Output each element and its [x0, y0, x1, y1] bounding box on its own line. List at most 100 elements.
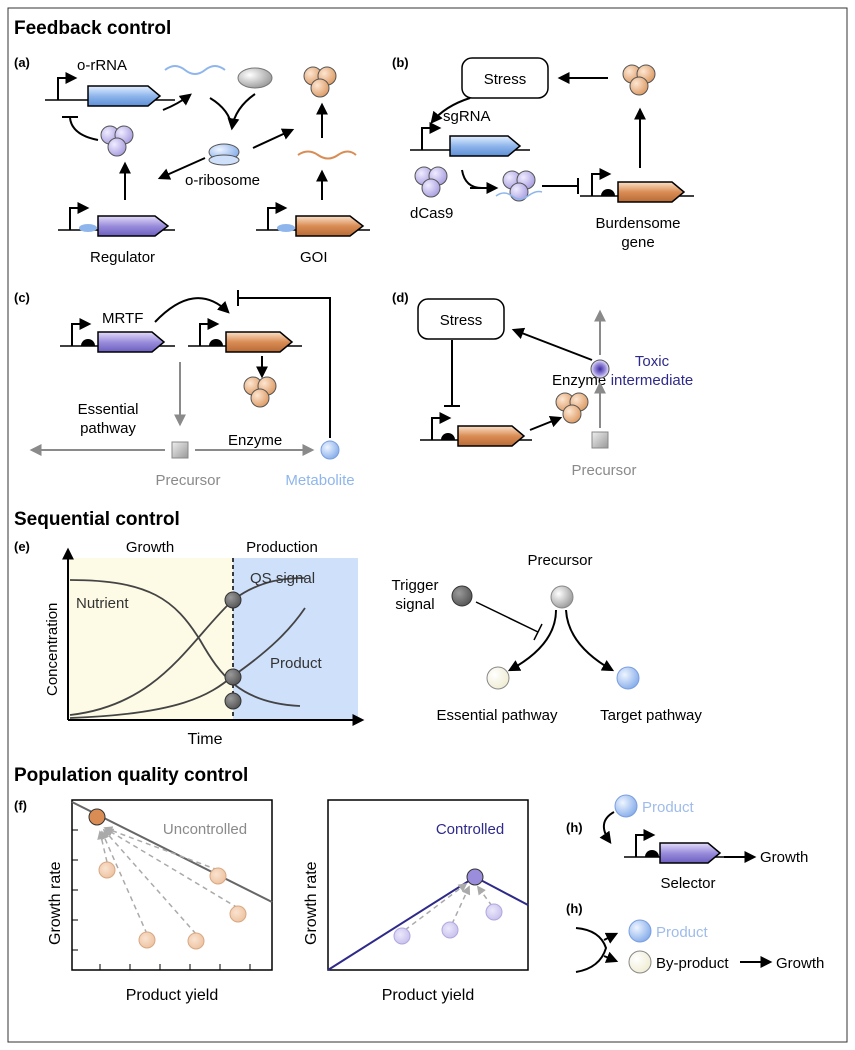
- product-circle-h1: [614, 794, 638, 818]
- selector-gene: [659, 842, 722, 864]
- cell-point-1: [98, 861, 116, 879]
- byproduct-circle: [628, 950, 652, 974]
- growth-phase-bg: [68, 558, 233, 720]
- dcas9-sgrna-complex: [495, 170, 543, 202]
- figure-border: [7, 7, 848, 1043]
- burden-label-2: gene: [621, 234, 654, 251]
- target-pathway-label: Target pathway: [600, 707, 702, 724]
- goi-protein: [303, 66, 337, 98]
- cell-point-4: [209, 867, 227, 885]
- rbs-selector: [645, 850, 659, 857]
- panel-label-d: (d): [392, 290, 409, 305]
- nutrient-label: Nutrient: [76, 595, 129, 612]
- panel-label-b: (b): [392, 55, 409, 70]
- product-label-h2: Product: [656, 924, 709, 941]
- qs-signal-curve: [69, 577, 306, 716]
- promoter-goi: [267, 202, 288, 230]
- trigger-repression: [475, 601, 539, 633]
- precursor-square-d: [591, 431, 609, 449]
- arrow-to-product-h2: [603, 932, 619, 944]
- repression-orrna: [69, 117, 99, 141]
- toxic-label-2: intermediate: [611, 372, 694, 389]
- goi-mrna: [297, 150, 357, 160]
- growth-label-h1: Growth: [760, 849, 808, 866]
- section-title-sequential: Sequential control: [14, 509, 180, 530]
- ylabel-f1: Growth rate: [47, 861, 64, 945]
- arrow-to-byproduct: [603, 951, 619, 963]
- panel-c: (c) MRTF Enzyme Essential pathway Precur…: [14, 290, 355, 489]
- production-label: Production: [246, 539, 318, 556]
- arrow-to-target: [565, 609, 615, 672]
- panel-label-h2: (h): [566, 901, 583, 916]
- burden-protein: [622, 64, 656, 96]
- marker-qs: [224, 591, 242, 609]
- product-label-e: Product: [270, 655, 323, 672]
- dcas9-protein: [414, 166, 448, 198]
- essential-circle: [486, 666, 510, 690]
- merge-arrow-left: [209, 97, 233, 129]
- promoter-mrtf: [71, 318, 92, 346]
- orrna-gene: [87, 85, 162, 107]
- product-circle-h2: [628, 919, 652, 943]
- enzyme-protein-d: [555, 392, 589, 424]
- arrow-product-selector: [599, 811, 615, 844]
- arrow-orrna-transcript: [162, 93, 192, 111]
- oribosome-bottom: [208, 154, 240, 166]
- optimal-point-controlled: [466, 868, 484, 886]
- promoter-orrna: [57, 72, 78, 100]
- trigger-label-1: Trigger: [392, 577, 439, 594]
- mrtf-gene: [97, 331, 166, 353]
- rbs-regulator: [79, 224, 97, 232]
- promoter-burden: [591, 168, 612, 196]
- arrow-oribo-goi: [252, 128, 295, 149]
- production-phase-bg: [233, 558, 358, 720]
- arrow-oribo-regulator: [157, 157, 206, 180]
- essential-label-1: Essential: [78, 401, 139, 418]
- controlled-point-2: [441, 921, 459, 939]
- enzyme-gene: [225, 331, 294, 353]
- panel-label-f: (f): [14, 798, 27, 813]
- goi-gene: [295, 215, 365, 237]
- product-label-h1: Product: [642, 799, 695, 816]
- rbs-mrtf: [81, 339, 95, 346]
- panel-d: (d) Stress Enzyme Toxic intermediate Pre…: [392, 290, 693, 479]
- nutrient-curve: [69, 579, 301, 707]
- merge-arrow-right: [227, 93, 256, 131]
- repression-metabolite: [238, 297, 331, 438]
- sgrna-label: sgRNA: [443, 108, 491, 125]
- arrow-toxic-stress: [511, 327, 593, 361]
- rbs-enzyme: [209, 339, 223, 346]
- burden-gene: [617, 181, 686, 203]
- panel-label-e: (e): [14, 539, 30, 554]
- essential-pathway-label: Essential pathway: [437, 707, 558, 724]
- metabolite-label: Metabolite: [285, 472, 354, 489]
- toxic-label-1: Toxic: [635, 353, 670, 370]
- xlabel-f2: Product yield: [382, 987, 475, 1004]
- regulator-label: Regulator: [90, 249, 155, 266]
- cell-point-2: [138, 931, 156, 949]
- rrna-transcript: [164, 65, 226, 75]
- trigger-circle: [451, 585, 473, 607]
- toxic-intermediate-circle: [590, 359, 610, 379]
- essential-label-2: pathway: [80, 420, 136, 437]
- xlabel-f1: Product yield: [126, 987, 219, 1004]
- precursor-circle-e: [550, 585, 574, 609]
- cell-point-5: [229, 905, 247, 923]
- section-title-feedback: Feedback control: [14, 18, 171, 39]
- panel-h: (h) Product Selector Growth (h) Product …: [566, 794, 824, 974]
- controlled-point-3: [485, 903, 503, 921]
- stress-label-d: Stress: [440, 312, 483, 329]
- panel-a: (a) o-rRNA o-ribosome: [14, 55, 370, 266]
- precursor-label-d: Precursor: [571, 462, 636, 479]
- panel-label-a: (a): [14, 55, 30, 70]
- enzyme-protein-c: [243, 376, 277, 408]
- marker-product: [224, 668, 242, 686]
- enzyme-label-d: Enzyme: [552, 372, 606, 389]
- panel-label-h1: (h): [566, 820, 583, 835]
- promoter-d: [431, 412, 452, 440]
- rbs-goi: [277, 224, 295, 232]
- section-title-population: Population quality control: [14, 765, 248, 786]
- sgrna-gene: [449, 135, 522, 157]
- arrow-gene-enzyme-d: [529, 415, 563, 431]
